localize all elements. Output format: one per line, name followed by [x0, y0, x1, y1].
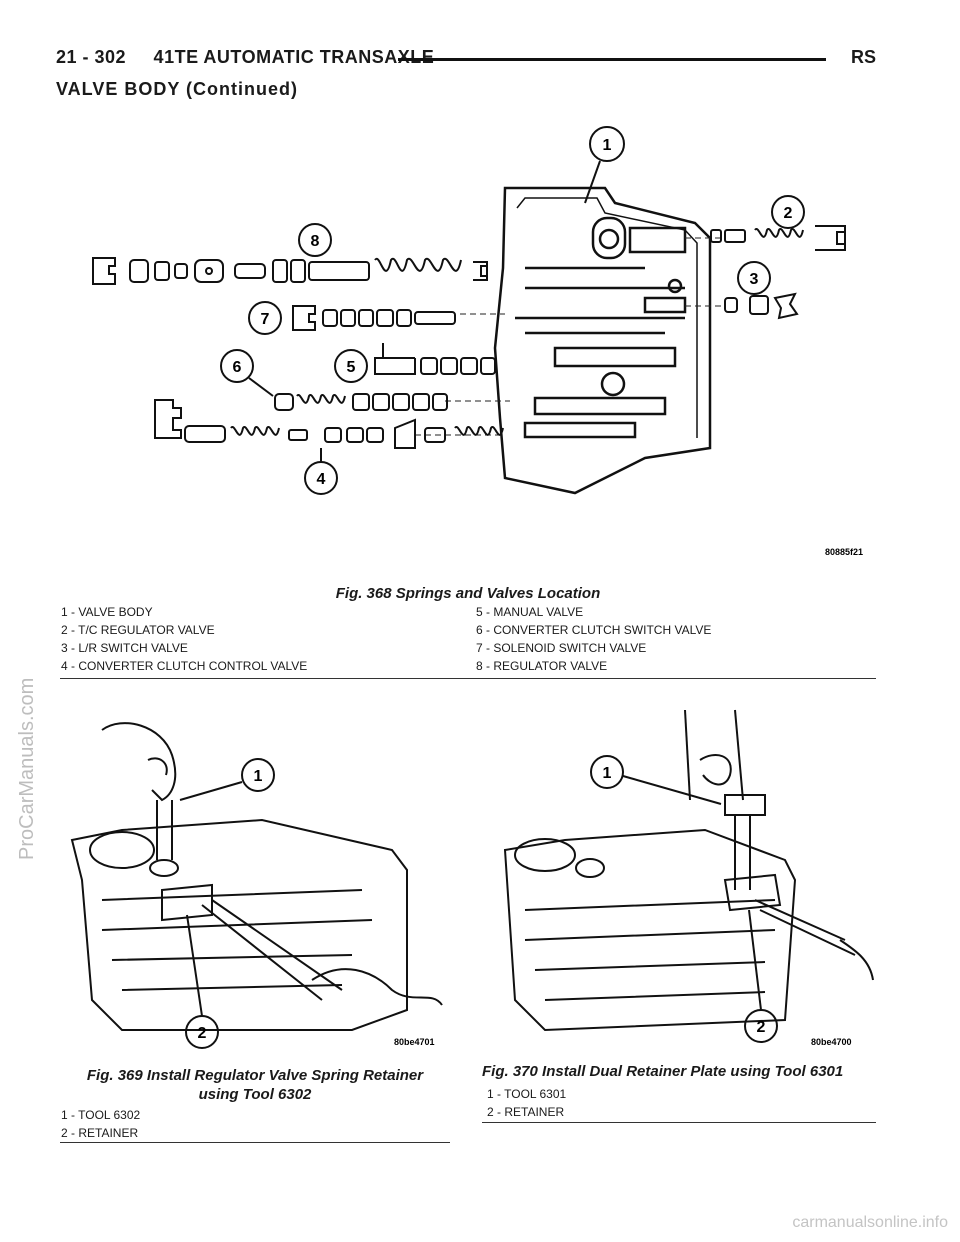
fig369-caption-line1: Fig. 369 Install Regulator Valve Spring …: [86, 1067, 424, 1084]
callout-7: 7: [248, 301, 282, 335]
fig368-callouts: 1 2 3 4 5 6 7 8: [220, 126, 805, 495]
manual-valve-parts: [374, 343, 496, 375]
fig369-rule: [60, 1142, 450, 1143]
alignment-lines: [415, 237, 725, 436]
valve-body-drawing: [493, 186, 712, 495]
fig369-caption-line2: using Tool 6302: [198, 1086, 312, 1103]
callout-2: 2: [744, 909, 778, 1043]
svg-text:1: 1: [603, 765, 612, 782]
svg-text:2: 2: [757, 1019, 766, 1036]
fig369-illustration: 1 2 80be4701: [70, 722, 443, 1049]
svg-text:8: 8: [311, 233, 320, 250]
callout-4: 4: [304, 448, 338, 495]
fig368-image-code: 80885f21: [825, 547, 863, 557]
solenoid-switch-valve-parts: [292, 305, 456, 331]
callout-2: 2: [185, 914, 219, 1049]
legend-item: 1 - VALVE BODY: [61, 605, 153, 619]
legend-item: 3 - L/R SWITCH VALVE: [61, 641, 188, 655]
svg-text:1: 1: [603, 137, 612, 154]
callout-6: 6: [220, 349, 274, 397]
legend-item: 5 - MANUAL VALVE: [476, 605, 584, 619]
fig368-legend-right: 5 - MANUAL VALVE 6 - CONVERTER CLUTCH SW…: [476, 603, 711, 675]
legend-item: 2 - T/C REGULATOR VALVE: [61, 623, 215, 637]
legend-item: 7 - SOLENOID SWITCH VALVE: [476, 641, 647, 655]
callout-3: 3: [737, 261, 771, 295]
fig368-legend-left: 1 - VALVE BODY 2 - T/C REGULATOR VALVE 3…: [61, 603, 307, 675]
svg-text:7: 7: [261, 311, 270, 328]
legend-item: 4 - CONVERTER CLUTCH CONTROL VALVE: [61, 659, 308, 673]
fig369-image-code: 80be4701: [394, 1037, 435, 1047]
fig370-rule: [482, 1122, 876, 1123]
fig369-caption: Fig. 369 Install Regulator Valve Spring …: [60, 1066, 450, 1104]
regulator-valve-parts: [92, 257, 488, 285]
callout-1: 1: [584, 126, 625, 204]
legend-item: 6 - CONVERTER CLUTCH SWITCH VALVE: [476, 623, 712, 637]
section-title: VALVE BODY (Continued): [56, 79, 298, 99]
svg-text:2: 2: [784, 205, 793, 222]
fig368-illustration: 1 2 3 4 5 6 7 8 80885f21: [92, 126, 863, 557]
svg-text:5: 5: [347, 359, 356, 376]
fig370-caption: Fig. 370 Install Dual Retainer Plate usi…: [482, 1063, 844, 1080]
legend-item: 1 - TOOL 6302: [61, 1108, 141, 1122]
callout-1: 1: [179, 758, 275, 801]
page-header: 21 - 302 41TE AUTOMATIC TRANSAXLE RS: [56, 47, 876, 73]
svg-text:2: 2: [198, 1025, 207, 1042]
manual-code: RS: [850, 47, 876, 67]
tc-regulator-and-lr-switch-parts: [710, 225, 846, 320]
fig368-rule: [60, 678, 876, 679]
svg-text:3: 3: [750, 271, 759, 288]
legend-item: 1 - TOOL 6301: [487, 1087, 567, 1101]
converter-clutch-switch-valve-parts: [274, 393, 448, 411]
svg-text:4: 4: [317, 471, 326, 488]
side-watermark: ProCarManuals.com: [16, 677, 38, 860]
legend-item: 2 - RETAINER: [487, 1105, 565, 1119]
bottom-watermark: carmanualsonline.info: [792, 1214, 948, 1231]
header-rule: [398, 58, 826, 61]
page-reference: 21 - 302 41TE AUTOMATIC TRANSAXLE: [56, 47, 435, 67]
legend-item: 2 - RETAINER: [61, 1126, 139, 1140]
fig370-illustration: 1 2 80be4700: [503, 709, 874, 1047]
callout-1: 1: [590, 755, 722, 805]
callout-2: 2: [771, 195, 805, 229]
fig370-legend: 1 - TOOL 6301 2 - RETAINER: [487, 1085, 566, 1121]
callout-8: 8: [298, 223, 332, 257]
fig368-caption: Fig. 368 Springs and Valves Location: [335, 585, 601, 602]
svg-text:1: 1: [254, 768, 263, 785]
fig369-legend: 1 - TOOL 6302 2 - RETAINER: [61, 1106, 140, 1142]
svg-text:6: 6: [233, 359, 242, 376]
callout-5: 5: [334, 349, 368, 383]
fig370-image-code: 80be4700: [811, 1037, 852, 1047]
legend-item: 8 - REGULATOR VALVE: [476, 659, 608, 673]
converter-clutch-control-valve-parts: [154, 399, 504, 449]
